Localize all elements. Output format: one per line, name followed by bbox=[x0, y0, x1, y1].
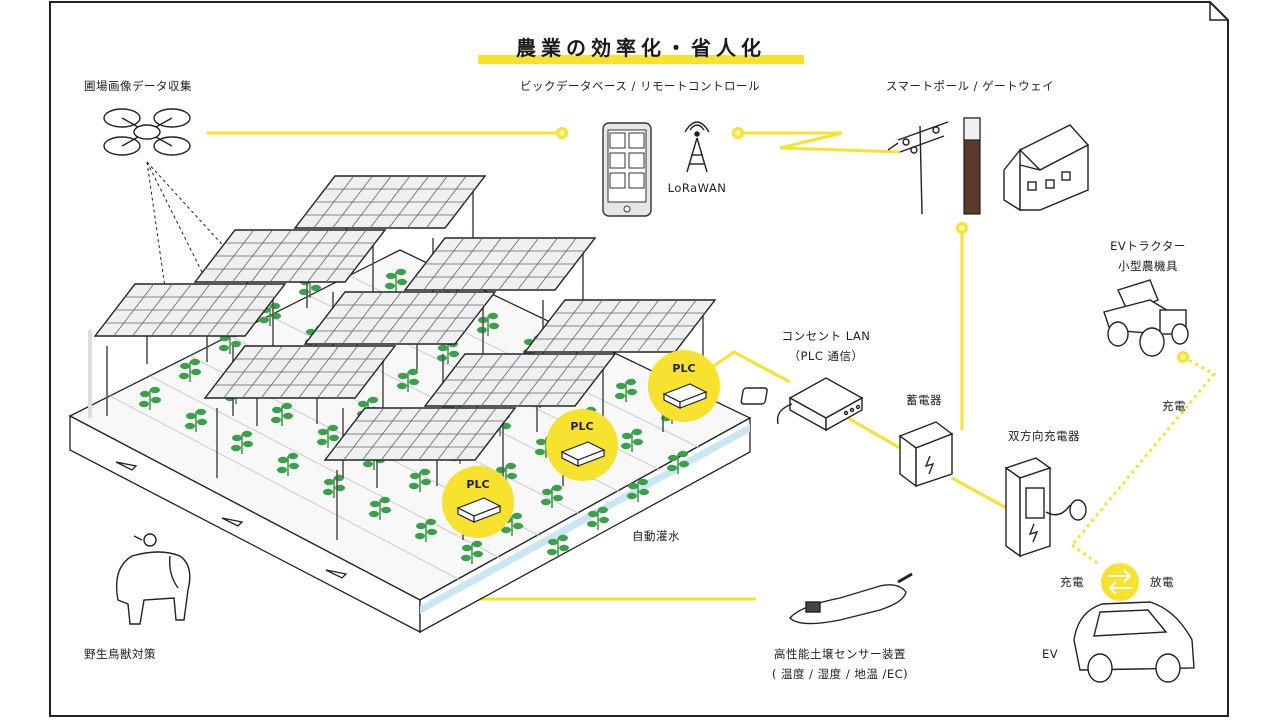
plant-icon bbox=[461, 540, 483, 564]
plant-icon bbox=[587, 506, 609, 530]
label-charge-tractor: 充電 bbox=[1162, 399, 1186, 413]
solar-panel-icon bbox=[303, 291, 497, 424]
solar-panel-icon bbox=[93, 283, 287, 416]
plant-icon bbox=[317, 424, 339, 448]
page-title: 農業の効率化・省人化 bbox=[516, 36, 766, 60]
drone-icon bbox=[103, 108, 239, 323]
label-drone: 圃場画像データ収集 bbox=[84, 79, 192, 93]
battery-box-icon bbox=[898, 421, 954, 488]
plant-icon bbox=[271, 402, 293, 426]
plant-icon bbox=[397, 368, 419, 392]
plant-icon bbox=[179, 358, 201, 382]
antenna-icon bbox=[684, 121, 710, 173]
plc-badges[interactable]: PLC PLC PLC bbox=[442, 350, 720, 538]
label-soil-sensor-params: ( 温度 / 湿度 / 地温 /EC) bbox=[771, 667, 909, 681]
label-discharge-ev: 放電 bbox=[1150, 575, 1174, 589]
plant-icon bbox=[615, 378, 637, 402]
solar-panel-icon bbox=[203, 345, 397, 478]
smart-pole-icon bbox=[963, 117, 981, 215]
soil-sensor-icon bbox=[789, 572, 913, 625]
plant-icon bbox=[369, 496, 391, 520]
frame-border bbox=[49, 1, 1229, 717]
utility-pole-icon bbox=[887, 121, 949, 215]
plant-icon bbox=[541, 484, 563, 508]
label-small-machinery: 小型農機具 bbox=[1118, 259, 1178, 273]
plc-badge-1[interactable]: PLC bbox=[442, 466, 514, 538]
label-bidirectional-charger: 双方向充電器 bbox=[1008, 429, 1080, 443]
plant-icon bbox=[385, 268, 407, 292]
router-icon bbox=[740, 377, 864, 432]
plant-icon bbox=[621, 428, 643, 452]
dotted-charge-lines bbox=[1070, 355, 1217, 567]
charge-discharge-icon bbox=[1099, 561, 1141, 603]
plant-icon bbox=[231, 430, 253, 454]
plant-icon bbox=[477, 312, 499, 336]
label-ev-tractor: EVトラクター bbox=[1110, 239, 1186, 253]
label-bigdata: ビックデータベース / リモートコントロール bbox=[519, 79, 761, 93]
title-block: 農業の効率化・省人化 bbox=[478, 30, 804, 66]
animal-icon bbox=[115, 533, 191, 625]
plc-label-3: PLC bbox=[672, 362, 695, 375]
plant-icon bbox=[185, 408, 207, 432]
solar-panel-icon bbox=[403, 237, 597, 370]
plant-icon bbox=[547, 534, 569, 558]
plc-badge-2[interactable]: PLC bbox=[546, 409, 618, 481]
tractor-icon bbox=[1103, 279, 1189, 357]
solar-panels bbox=[93, 175, 717, 540]
plc-badge-3[interactable]: PLC bbox=[648, 350, 720, 422]
plant-icon bbox=[409, 468, 431, 492]
plc-label-1: PLC bbox=[466, 478, 489, 491]
label-auto-irrigation: 自動灌水 bbox=[632, 529, 680, 543]
plant-icon bbox=[277, 452, 299, 476]
charger-icon bbox=[1004, 457, 1087, 558]
plant-icon bbox=[667, 450, 689, 474]
label-wildlife: 野生鳥獣対策 bbox=[84, 647, 156, 661]
label-outlet-lan: コンセント LAN bbox=[781, 329, 871, 343]
label-battery: 蓄電器 bbox=[906, 393, 942, 407]
plant-icon bbox=[627, 478, 649, 502]
frame-fold bbox=[1209, 2, 1228, 21]
house-icon bbox=[1003, 124, 1090, 212]
plant-icon bbox=[415, 518, 437, 542]
smartphone-icon bbox=[602, 122, 652, 217]
plant-icon bbox=[139, 386, 161, 410]
plant-icon bbox=[437, 340, 459, 364]
title-highlight bbox=[478, 55, 804, 64]
label-charge-ev: 充電 bbox=[1060, 575, 1084, 589]
solar-panel-icon bbox=[523, 299, 717, 432]
label-ev: EV bbox=[1042, 647, 1059, 661]
label-lorawan: LoRaWAN bbox=[667, 181, 727, 195]
car-icon bbox=[1073, 601, 1195, 683]
label-smartpole: スマートポール / ゲートウェイ bbox=[885, 79, 1055, 93]
label-soil-sensor: 高性能土壌センサー装置 bbox=[774, 647, 906, 661]
label-plc-comm: （PLC 通信） bbox=[788, 349, 864, 363]
plc-label-2: PLC bbox=[570, 420, 593, 433]
